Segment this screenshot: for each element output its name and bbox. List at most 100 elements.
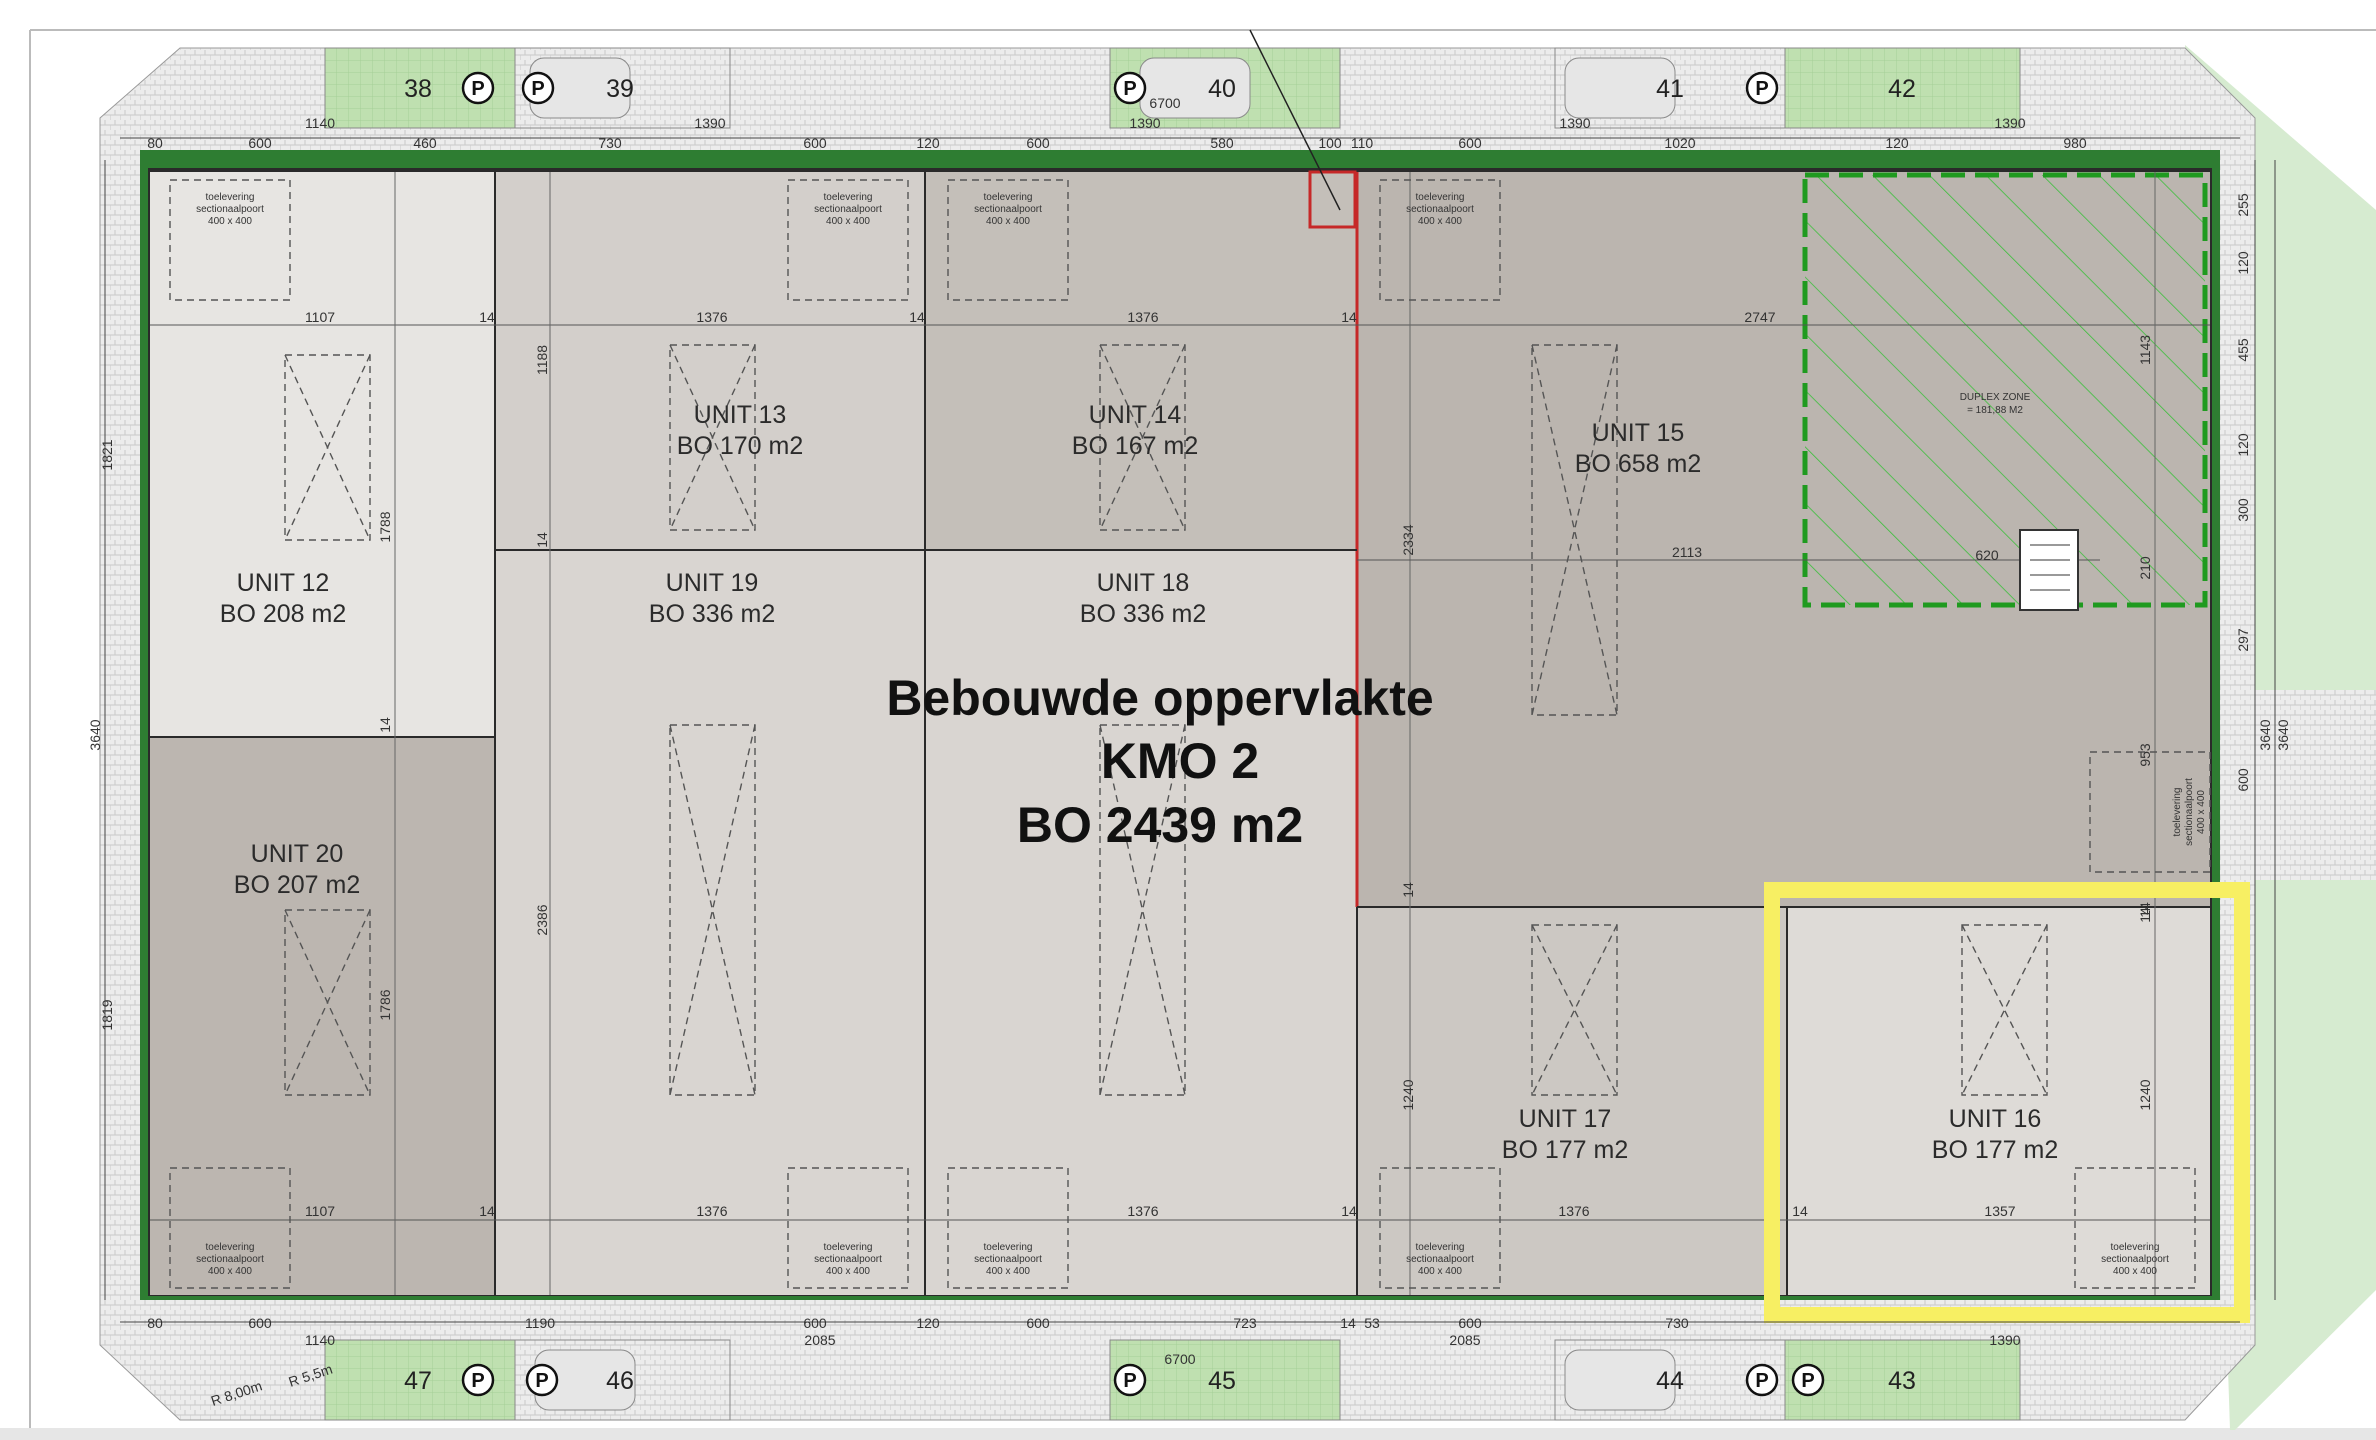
dim-top: 80 xyxy=(147,135,163,151)
ev-parking-icon xyxy=(1791,1363,1825,1397)
dim-top: 100 xyxy=(1318,135,1342,151)
ev-parking-icon-label: P xyxy=(1123,1370,1136,1392)
dim-bottom-outer: 2085 xyxy=(804,1332,835,1348)
gate-5-l3: 400 x 400 xyxy=(208,1266,252,1277)
gate-1-l3: 400 x 400 xyxy=(208,216,252,227)
gate-9-l3: 400 x 400 xyxy=(2113,1266,2157,1277)
gate-9-l1: toelevering xyxy=(2111,1242,2160,1253)
parking-bays-top xyxy=(324,47,2021,129)
ev-parking-icon-label: P xyxy=(1755,1370,1768,1392)
gate-4-l2: sectionaalpoort xyxy=(1406,204,1474,215)
duplex-area: = 181,88 M2 xyxy=(1967,405,2023,416)
dim-top-outer: 1140 xyxy=(305,115,335,131)
duplex-zone xyxy=(1802,172,2208,608)
dim-bottom: 80 xyxy=(147,1315,163,1331)
dim-bottom: 1190 xyxy=(525,1315,555,1331)
ev-parking-icon xyxy=(521,71,555,105)
dim-left: 1821 xyxy=(99,439,115,470)
dim-vertical: 1788 xyxy=(377,511,393,542)
dim-top: 600 xyxy=(1026,135,1050,151)
dim-right: 620 xyxy=(1975,547,1999,563)
loading-gates xyxy=(169,179,2211,1289)
unit-15-name: UNIT 15 xyxy=(1592,419,1685,447)
ev-parking-icon xyxy=(525,1363,559,1397)
dim-inner-bottom: 1376 xyxy=(696,1203,727,1219)
gate-3-l2: sectionaalpoort xyxy=(974,204,1042,215)
skylights xyxy=(284,344,2048,1096)
dim-bottom: 14 xyxy=(1340,1315,1356,1331)
unit-13-area: BO 170 m2 xyxy=(677,432,803,460)
dim-right: 3640 xyxy=(2275,719,2291,750)
dim-bottom: 120 xyxy=(916,1315,940,1331)
dim-right: 120 xyxy=(2235,433,2251,457)
dim-bottom-outer: 1140 xyxy=(305,1332,335,1348)
headline-line-2: KMO 2 xyxy=(1101,733,1259,789)
dim-top-outer: 1390 xyxy=(694,115,725,131)
dim-inner-top: 2747 xyxy=(1744,309,1775,325)
dim-inner-bottom: 1376 xyxy=(1127,1203,1158,1219)
unit-12-area: BO 208 m2 xyxy=(220,600,346,628)
parking-labels: 38 39 40 41 42 47 46 45 44 43 P P P P P … xyxy=(404,71,1916,1397)
dim-right: 1143 xyxy=(2137,335,2153,365)
dim-top-outer: 1390 xyxy=(1994,115,2025,131)
parking-47: 47 xyxy=(404,1367,432,1395)
unit-20-name: UNIT 20 xyxy=(251,840,344,868)
dim-left: 1819 xyxy=(99,999,115,1030)
dim-top: 980 xyxy=(2063,135,2087,151)
dim-right: 120 xyxy=(2235,251,2251,275)
dim-width-bottom: 6700 xyxy=(1164,1351,1195,1367)
dim-right: 2113 xyxy=(1672,544,1702,560)
dim-bottom: 600 xyxy=(248,1315,272,1331)
gate-3-l3: 400 x 400 xyxy=(986,216,1030,227)
gate-1-l2: sectionaalpoort xyxy=(196,204,264,215)
ev-parking-icon xyxy=(461,1363,495,1397)
dim-vertical: 14 xyxy=(534,532,550,548)
dim-right: 255 xyxy=(2235,193,2251,217)
gate-6-l3: 400 x 400 xyxy=(826,1266,870,1277)
unit-18-area: BO 336 m2 xyxy=(1080,600,1206,628)
dim-right: 14 xyxy=(2137,907,2153,923)
ev-parking-icon xyxy=(1113,71,1147,105)
ev-parking-icon xyxy=(461,71,495,105)
unit-14-name: UNIT 14 xyxy=(1089,401,1182,429)
headline-line-1: Bebouwde oppervlakte xyxy=(886,670,1433,726)
dimension-labels: 80 600 460 730 600 120 600 580 100 110 6… xyxy=(87,95,2291,1367)
dim-bottom-outer: 1390 xyxy=(1989,1332,2020,1348)
dim-top: 600 xyxy=(248,135,272,151)
unit-labels: UNIT 13 BO 170 m2 UNIT 14 BO 167 m2 UNIT… xyxy=(220,401,2058,1164)
dim-inner-top: 14 xyxy=(1341,309,1357,325)
dim-top: 120 xyxy=(1885,135,1909,151)
dim-inner-bottom: 14 xyxy=(1341,1203,1357,1219)
dim-vertical: 2386 xyxy=(534,904,550,935)
dim-right: 3640 xyxy=(2257,719,2273,750)
dim-top-outer: 1390 xyxy=(1559,115,1590,131)
parking-43: 43 xyxy=(1888,1367,1916,1395)
ev-parking-icon xyxy=(1745,1363,1779,1397)
dim-inner-top: 1107 xyxy=(305,309,335,325)
gate-7-l1: toelevering xyxy=(984,1242,1033,1253)
ev-parking-icon-label: P xyxy=(531,78,544,100)
gate-5-l1: toelevering xyxy=(206,1242,255,1253)
dim-left: 3640 xyxy=(87,719,103,750)
dim-bottom: 730 xyxy=(1665,1315,1689,1331)
unit-13-name: UNIT 13 xyxy=(694,401,787,429)
dim-bottom: 600 xyxy=(1026,1315,1050,1331)
dimension-lines xyxy=(104,137,2276,1323)
dim-top: 600 xyxy=(1458,135,1482,151)
duplex-label: DUPLEX ZONE xyxy=(1960,392,2031,403)
gate-1-l1: toelevering xyxy=(206,192,255,203)
parking-41: 41 xyxy=(1656,75,1684,103)
dim-vertical: 14 xyxy=(1400,882,1416,898)
parking-40: 40 xyxy=(1208,75,1236,103)
ev-parking-icon-label: P xyxy=(471,1370,484,1392)
interior-walls xyxy=(150,172,2210,1295)
path-right xyxy=(2240,690,2376,880)
dim-right: 300 xyxy=(2235,498,2251,522)
dim-inner-top: 14 xyxy=(479,309,495,325)
ev-parking-icon-label: P xyxy=(1123,78,1136,100)
ev-parking-icon-label: P xyxy=(535,1370,548,1392)
unit-15-area: BO 658 m2 xyxy=(1575,450,1701,478)
gate-7-l2: sectionaalpoort xyxy=(974,1254,1042,1265)
unit-20-area: BO 207 m2 xyxy=(234,871,360,899)
dim-vertical: 14 xyxy=(377,717,393,733)
